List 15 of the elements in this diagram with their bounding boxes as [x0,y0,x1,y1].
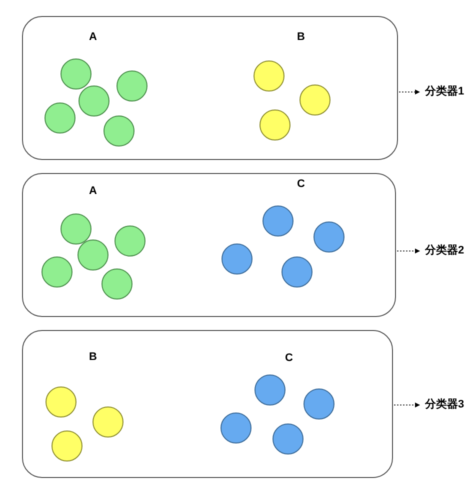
classifier-label: 分类器2 [425,244,464,258]
group-label: A [89,31,97,43]
group-panel [22,16,398,160]
group-panel [22,330,393,478]
classifier-label: 分类器1 [425,86,464,98]
arrow [394,402,420,408]
arrow [396,248,420,254]
group-label: B [89,351,97,363]
group-label: A [89,185,97,197]
classifier-label: 分类器3 [425,398,464,412]
group-label: C [285,352,293,364]
group-label: C [297,178,305,190]
group-label: B [297,31,305,43]
arrow [398,90,420,94]
group-panel [22,173,396,317]
